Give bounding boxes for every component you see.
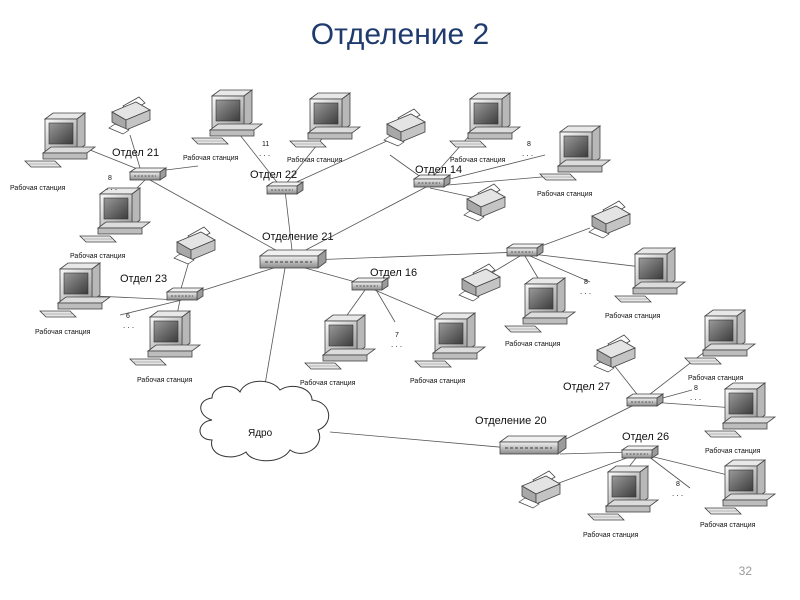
workstation-label: Рабочая станция (10, 184, 66, 192)
workstation-icon (24, 112, 96, 168)
workstation-icon (414, 312, 486, 368)
workstation-label: Рабочая станция (605, 312, 661, 320)
workstation-label: Рабочая станция (688, 374, 744, 382)
switch-dept14-device (413, 174, 451, 188)
label-dept23: Отдел 23 (120, 273, 167, 285)
workstation-count: 8 (694, 385, 698, 392)
printer-icon (383, 108, 426, 147)
workstation-count: 11 (262, 141, 269, 148)
workstation-icon (129, 310, 201, 366)
workstation-label: Рабочая станция (137, 376, 193, 384)
switch-dept23-device (166, 287, 204, 301)
label-dept16: Отдел 16 (370, 267, 417, 279)
workstation-icon (587, 465, 659, 521)
workstation-label: Рабочая станция (583, 531, 639, 539)
workstation-label: Рабочая станция (537, 190, 593, 198)
workstation-count: 8 (108, 175, 112, 182)
label-dept27: Отдел 27 (563, 381, 610, 393)
printer-icon (588, 200, 631, 239)
workstation-icon (614, 247, 686, 303)
label-dept26: Отдел 26 (622, 431, 669, 443)
printer-icon (593, 334, 636, 373)
workstation-icon (704, 382, 776, 438)
printer-icon (173, 226, 216, 265)
workstation-label: Рабочая станция (70, 252, 126, 260)
workstation-icon (704, 459, 776, 515)
workstation-label: Рабочая станция (700, 521, 756, 529)
printer-icon (463, 183, 506, 222)
ellipsis: . . . (123, 321, 134, 330)
workstation-count: 6 (126, 313, 130, 320)
switch-dept16-device (351, 277, 389, 291)
workstation-icon (539, 125, 611, 181)
workstation-label: Рабочая станция (450, 156, 506, 164)
printer-icon (108, 96, 151, 135)
slide-title: Отделение 2 (310, 18, 490, 51)
ellipsis: . . . (522, 149, 533, 158)
workstation-label: Рабочая станция (183, 154, 239, 162)
workstation-count: 8 (676, 481, 680, 488)
workstation-label: Рабочая станция (705, 447, 761, 455)
ellipsis: . . . (391, 340, 402, 349)
workstation-label: Рабочая станция (287, 156, 343, 164)
printer-icon (458, 263, 501, 302)
workstation-count: 8 (584, 279, 588, 286)
workstation-label: Рабочая станция (300, 379, 356, 387)
switch-dept27-device (626, 393, 664, 407)
printer-icon (518, 470, 561, 509)
switch-dept22-device (266, 181, 304, 195)
ellipsis: . . . (580, 287, 591, 296)
label-core: Ядро (248, 428, 273, 439)
workstation-icon (304, 314, 376, 370)
label-dept22: Отдел 22 (250, 169, 297, 181)
workstation-icon (191, 89, 263, 145)
workstation-label: Рабочая станция (35, 328, 91, 336)
workstation-icon (449, 92, 521, 148)
label-branch21: Отделение 21 (262, 231, 334, 243)
ellipsis: . . . (672, 489, 683, 498)
workstation-icon (684, 309, 756, 365)
label-dept14: Отдел 14 (415, 164, 462, 176)
workstation-icon (39, 262, 111, 318)
workstation-icon (504, 277, 576, 333)
switch-right-device (506, 243, 544, 257)
workstation-icon (289, 92, 361, 148)
switch-branch20-device (499, 435, 567, 455)
ellipsis: . . . (690, 393, 701, 402)
workstation-count: 8 (527, 141, 531, 148)
workstation-label: Рабочая станция (410, 377, 466, 385)
workstation-count: 7 (395, 332, 399, 339)
workstation-icon (79, 187, 151, 243)
switch-branch21-device (259, 249, 327, 269)
switch-dept26-device (621, 445, 659, 459)
ellipsis: . . . (259, 149, 270, 158)
label-dept21: Отдел 21 (112, 147, 159, 159)
page-number: 32 (738, 564, 752, 578)
core-cloud (199, 380, 329, 462)
switch-dept21-device (129, 167, 167, 181)
workstation-label: Рабочая станция (505, 340, 561, 348)
label-branch20: Отделение 20 (475, 415, 547, 427)
ellipsis: . . . (106, 183, 117, 192)
